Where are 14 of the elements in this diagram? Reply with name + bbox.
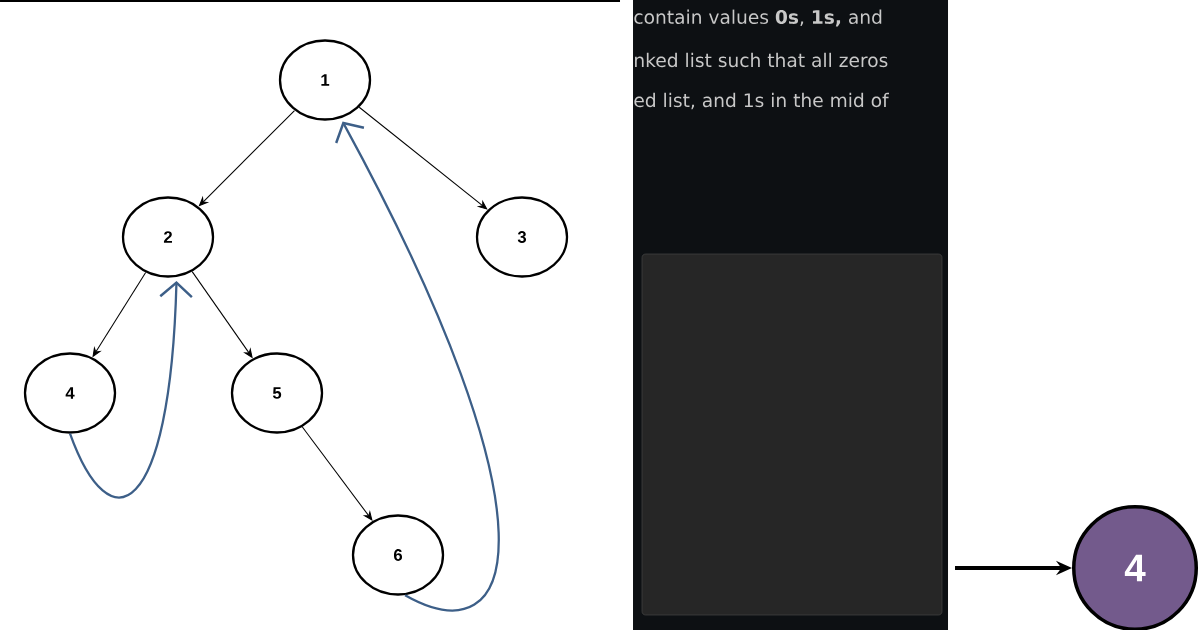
arrow xyxy=(198,109,296,207)
description-text: ed list, and 1s in the mid of xyxy=(634,92,889,110)
arrow xyxy=(358,106,488,210)
tree-node: 2 xyxy=(121,196,215,278)
tree-node: 5 xyxy=(230,352,324,434)
description-text: contain values 0s, 1s, and xyxy=(634,9,882,27)
tree-node: 3 xyxy=(475,196,569,278)
description-text: nked list such that all zeros xyxy=(635,52,888,68)
tree-node: 6 xyxy=(351,514,445,596)
tree-node: 1 xyxy=(278,39,372,121)
tree-node: 4 xyxy=(23,352,117,434)
circle-node: 4 xyxy=(1072,505,1198,630)
curved-arrow xyxy=(335,121,500,611)
curved-arrow xyxy=(68,280,193,498)
